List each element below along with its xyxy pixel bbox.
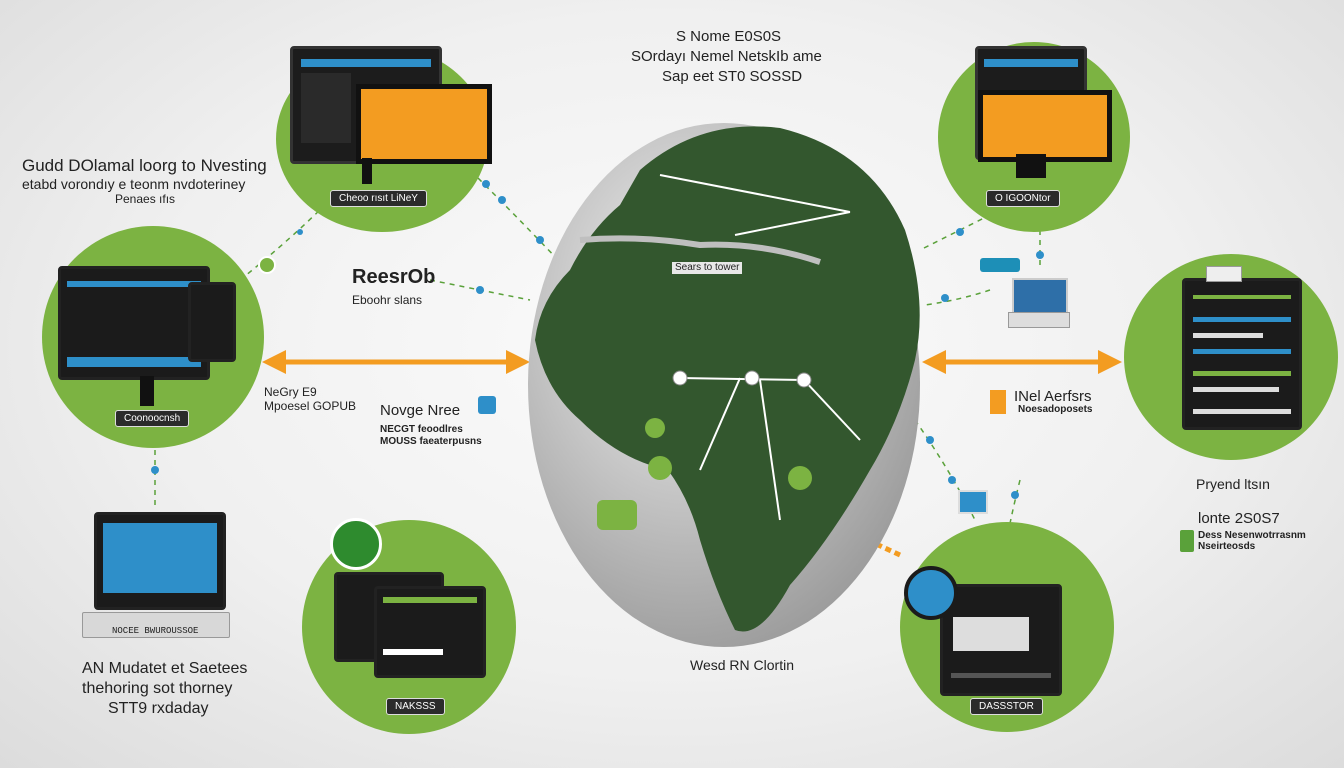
monitor-bottom-center — [374, 586, 486, 678]
device-tag-bottom-center: NAKSSS — [386, 698, 445, 715]
folder-window-top-right — [978, 90, 1112, 162]
reesrob-subtitle: Eboohr slans — [352, 293, 423, 307]
device-tag-top-right: O IGOONtor — [986, 190, 1060, 207]
negry-subtitle: Mpoesel GOPUB — [264, 399, 357, 413]
header-line-3: Sap eet ST0 SOSSD — [662, 68, 803, 85]
monitor-bottom-right — [940, 584, 1062, 696]
lonte-subtitle-2: Nseirteosds — [1198, 541, 1256, 552]
mail-icon — [958, 490, 988, 514]
device-tag-bottom-right: DASSSTOR — [970, 698, 1043, 715]
novge-title: Novge Nree — [380, 402, 461, 419]
leaf-icon — [1180, 530, 1194, 552]
document-icon — [990, 390, 1006, 414]
device-tag-mid-left: Coonoocnsh — [115, 410, 190, 427]
lonte-title: lonte 2S0S7 — [1198, 510, 1280, 527]
left-bottom-text-line-1: AN Mudatet et Saetees — [82, 660, 248, 677]
left-top-text-line-3: Penaes ıfıs — [115, 192, 176, 206]
upload-badge-icon — [904, 566, 958, 620]
map-label: Sears to tower — [672, 262, 743, 274]
left-bottom-text-line-2: thehoring sot thorney — [82, 680, 233, 697]
novge-subtitle-1: NECGT feoodlres — [380, 424, 463, 435]
link-node-icon — [258, 256, 276, 274]
monitor-mid-right — [1182, 278, 1302, 430]
network-icon — [478, 396, 496, 414]
negry-title: NeGry E9 — [264, 385, 317, 399]
laptop-keyboard — [82, 612, 230, 638]
bottom-center-label: Wesd RN Clortin — [690, 657, 794, 673]
novge-subtitle-2: MOUSS faeaterpusns — [380, 436, 482, 447]
laptop-tag: NOCEE BWUROUSSOE — [112, 626, 199, 636]
cloud-link-icon — [980, 258, 1020, 272]
device-tag-top-left: Cheoo rısıt LiNeY — [330, 190, 427, 207]
inet-subtitle: Noesadoposets — [1018, 404, 1093, 415]
pryend-label: Pryend ltsın — [1196, 476, 1270, 492]
left-top-text-line-2: etabd vorondıy e teonm nvdoteriney — [22, 176, 246, 192]
badge-g-icon — [330, 518, 382, 570]
laptop-screen — [94, 512, 226, 610]
header-line-1: S Nome E0S0S — [676, 28, 782, 45]
lonte-subtitle-1: Dess Nesenwotrrasnm — [1198, 530, 1306, 541]
header-line-2: SOrdayı Nemel NetskIb ame — [631, 48, 822, 65]
server-device-icon — [1012, 278, 1068, 314]
inet-title: INel Aerfsrs — [1014, 388, 1092, 405]
left-bottom-text-line-3: STT9 rxdaday — [108, 700, 209, 717]
reesrob-title: ReesrOb — [352, 266, 436, 288]
folder-window-top-left — [356, 84, 492, 164]
left-top-text-line-1: Gudd DOlamal loorg to Nvesting — [22, 156, 267, 175]
